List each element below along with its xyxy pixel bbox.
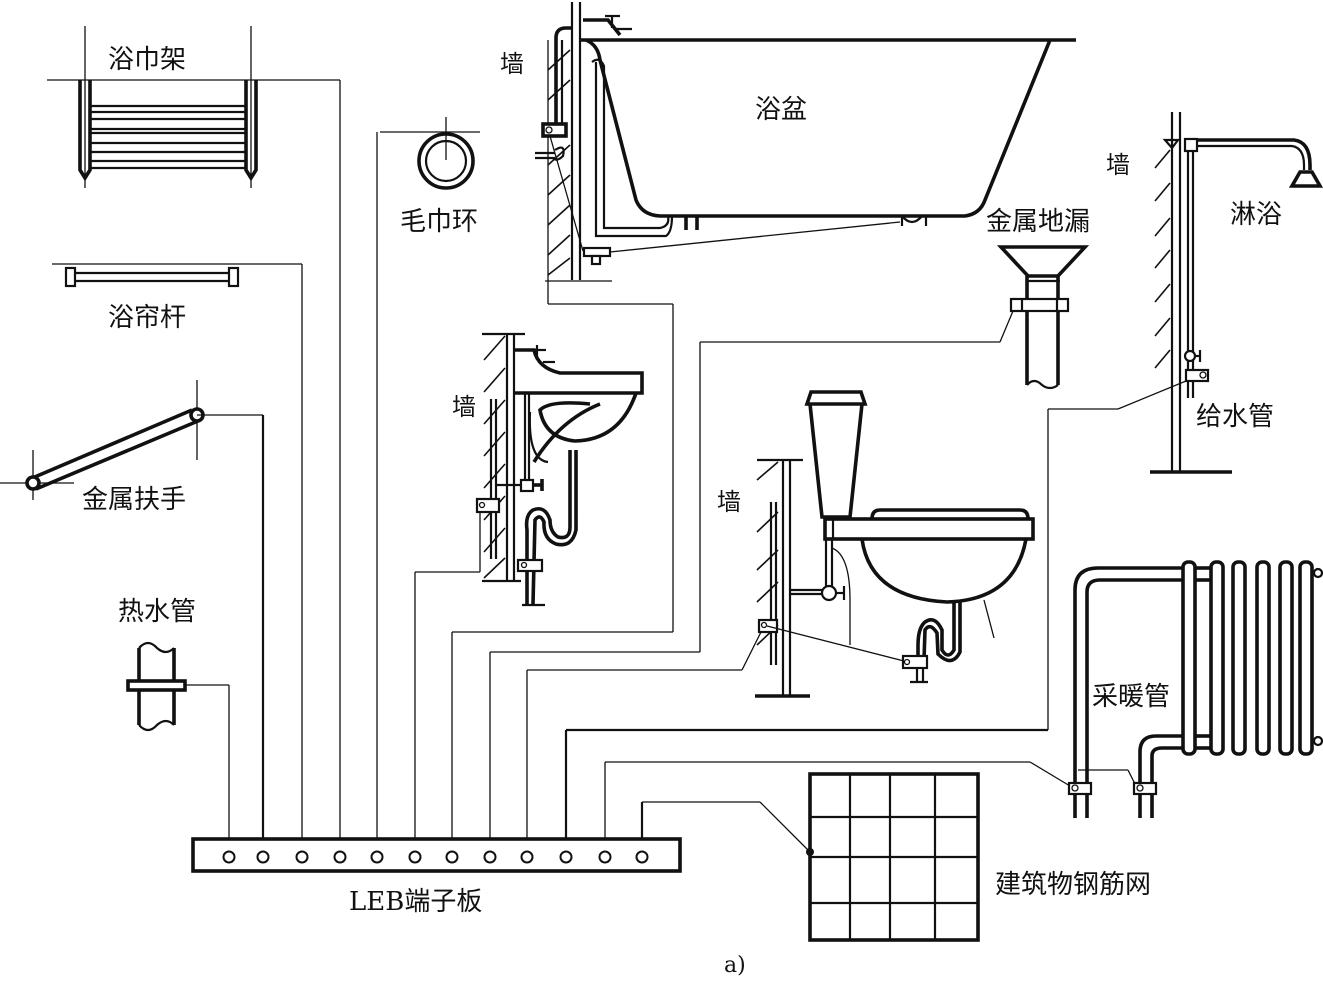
terminal-2 bbox=[256, 850, 270, 864]
towel-rack-label: 浴巾架 bbox=[108, 45, 186, 75]
terminal-10 bbox=[559, 850, 573, 864]
towel-ring-label: 毛巾环 bbox=[400, 207, 478, 237]
terminal-9 bbox=[520, 850, 534, 864]
rebar-mesh: 建筑物钢筋网 bbox=[642, 772, 1151, 942]
terminal-11 bbox=[598, 850, 612, 864]
terminal-12 bbox=[635, 850, 649, 864]
terminal-6 bbox=[408, 850, 422, 864]
heating-pipe: 采暖管 bbox=[605, 560, 1323, 818]
curtain-rod: 浴帘杆 bbox=[52, 263, 302, 333]
water-supply-pipe-label: 给水管 bbox=[1196, 402, 1274, 432]
terminal-5 bbox=[370, 850, 384, 864]
heating-pipe-label: 采暖管 bbox=[1092, 682, 1170, 712]
leb-label: LEB端子板 bbox=[349, 887, 482, 917]
towel-ring: 毛巾环 bbox=[380, 117, 480, 237]
shower: 墙 淋浴 给水管 bbox=[1048, 112, 1323, 474]
wall-toilet-label: 墙 bbox=[717, 488, 741, 516]
washbasin: 墙 bbox=[415, 332, 644, 607]
toilet: 墙 bbox=[527, 390, 1035, 698]
terminal-8 bbox=[483, 850, 497, 864]
terminal-1 bbox=[222, 850, 236, 864]
curtain-rod-label: 浴帘杆 bbox=[108, 303, 186, 333]
shower-label: 淋浴 bbox=[1230, 200, 1282, 230]
terminal-group bbox=[222, 850, 649, 864]
wall-bathtub-label: 墙 bbox=[500, 50, 524, 78]
terminal-3 bbox=[295, 850, 309, 864]
figure-caption: a) bbox=[724, 953, 746, 977]
terminal-7 bbox=[445, 850, 459, 864]
radiator-fins bbox=[1181, 560, 1323, 756]
rebar-mesh-label: 建筑物钢筋网 bbox=[995, 870, 1151, 900]
wall-shower-label: 墙 bbox=[1106, 151, 1130, 179]
leb-terminal-board: LEB端子板 bbox=[191, 837, 682, 917]
floor-drain-label: 金属地漏 bbox=[986, 207, 1090, 237]
handrail-label: 金属扶手 bbox=[82, 485, 186, 515]
hot-water-pipe: 热水管 bbox=[118, 597, 229, 732]
bonding-conductors bbox=[228, 80, 1049, 857]
bathtub-label: 浴盆 bbox=[755, 95, 807, 125]
terminal-4 bbox=[333, 850, 347, 864]
bathtub: 墙 浴盆 bbox=[500, 2, 1076, 300]
towel-rack: 浴巾架 bbox=[47, 26, 340, 188]
metal-handrail: 金属扶手 bbox=[0, 380, 263, 515]
metal-floor-drain: 金属地漏 bbox=[700, 207, 1090, 390]
wall-basin-label: 墙 bbox=[452, 393, 476, 421]
hot-water-pipe-label: 热水管 bbox=[118, 597, 196, 627]
